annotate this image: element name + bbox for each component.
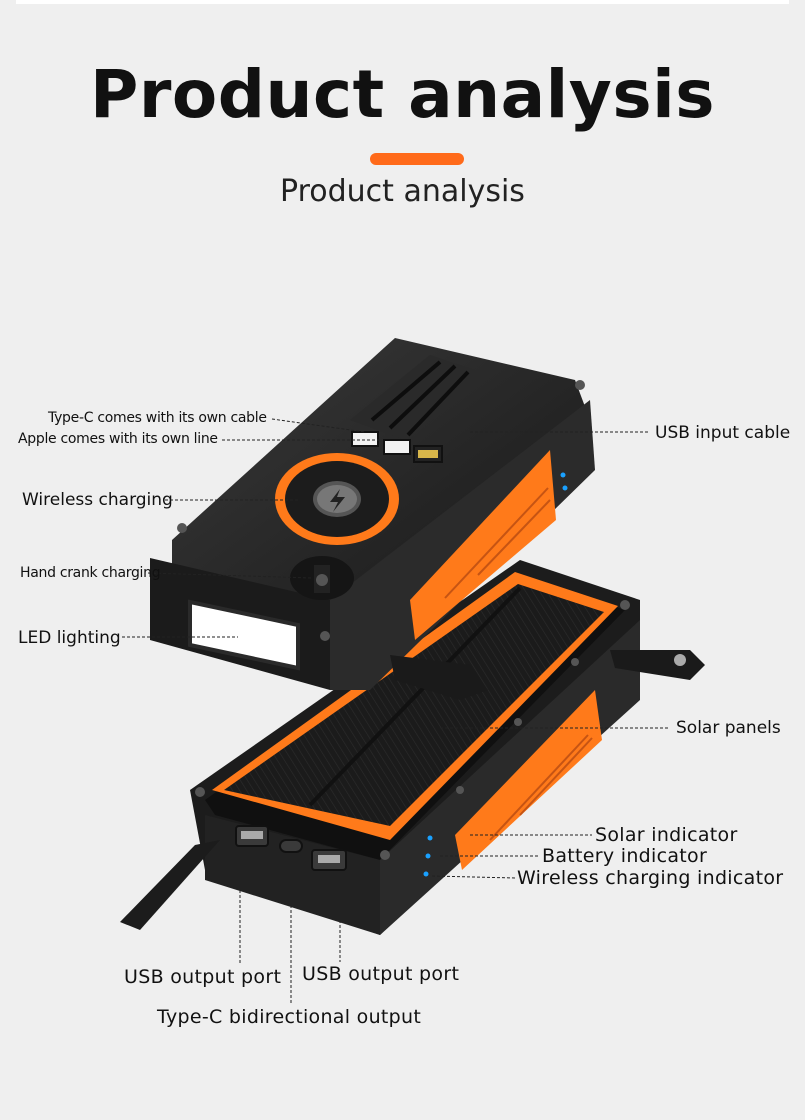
upper-side-grip [410,450,556,640]
label-typec-bidirectional: Type-C bidirectional output [157,1006,422,1028]
lower-side-grip [455,690,602,870]
page-title: Product analysis [89,56,716,133]
page-subtitle: Product analysis [280,174,525,209]
label-wireless-indicator: Wireless charging indicator [517,867,784,889]
apple-cable-head-icon [383,439,411,455]
label-solar-panels: Solar panels [676,718,781,738]
label-apple-line: Apple comes with its own line [18,431,218,447]
callout-lines [122,418,668,1003]
kickstand-icon [120,840,220,930]
label-hand-crank: Hand crank charging [20,565,161,581]
label-usb-output-right: USB output port [302,963,460,985]
top-border [16,0,789,4]
typec-port-icon [279,839,303,853]
label-typec-cable: Type-C comes with its own cable [48,410,267,426]
label-usb-input: USB input cable [655,423,791,443]
label-solar-indicator: Solar indicator [595,824,738,846]
label-led-lighting: LED lighting [18,628,121,648]
solar-indicator-light [427,835,433,841]
battery-indicator-light [425,853,431,859]
title-accent-bar [370,153,464,165]
solar-power-bank-upper [150,338,595,700]
led-light-panel [190,602,298,668]
wireless-indicator-light [423,871,429,877]
label-battery-indicator: Battery indicator [542,845,708,867]
typec-cable-head-icon [351,431,379,447]
solar-panel-icon [224,584,604,826]
label-usb-output-left: USB output port [124,966,282,988]
label-wireless-charging: Wireless charging [22,490,173,510]
